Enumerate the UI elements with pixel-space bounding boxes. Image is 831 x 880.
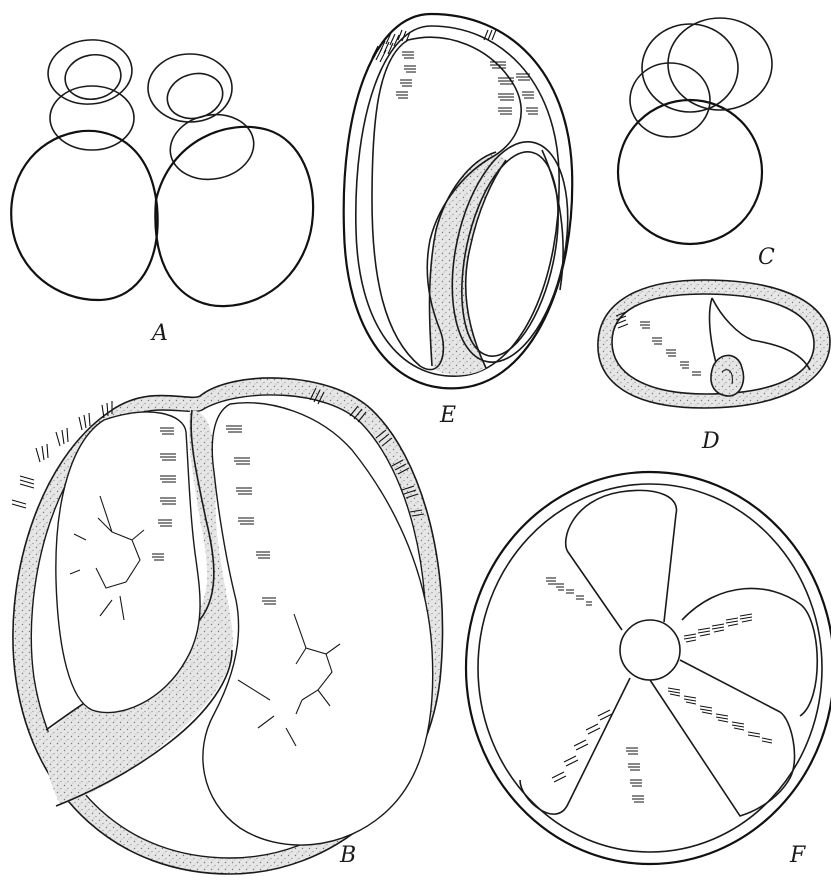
figure-c-three-cell-stage [618,18,772,244]
label-f: F [789,843,806,868]
figure-b-embryo-section [12,378,443,874]
figure-a-four-cell-stage [11,36,313,306]
label-d: D [701,429,720,454]
label-c: C [758,245,775,270]
figure-d-cilia [616,312,701,375]
label-b: B [339,843,356,868]
label-a: A [150,321,168,346]
figure-f-three-chamber-section [466,472,831,864]
label-e: E [439,403,456,428]
figure-e-cilia [372,30,538,114]
figure-e-embryo-section [344,14,586,388]
figure-d-transverse-section [598,280,830,408]
